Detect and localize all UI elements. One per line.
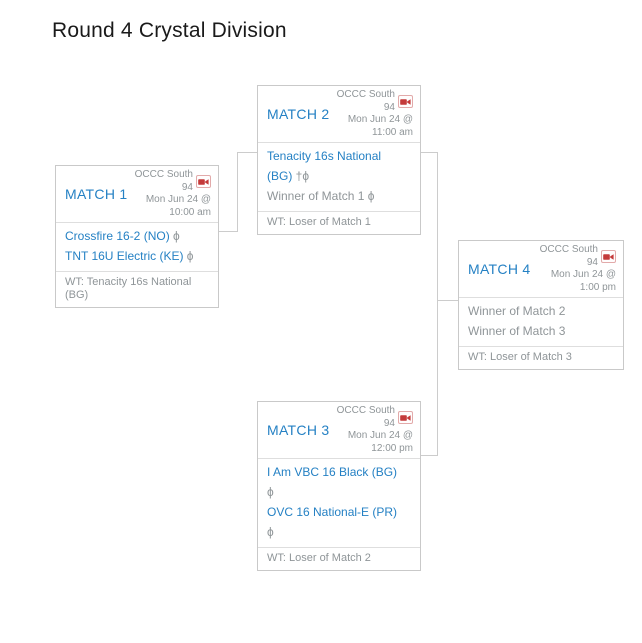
- slot-status-symbol: ϕ: [183, 249, 194, 263]
- video-camera-icon[interactable]: [398, 95, 413, 108]
- match-3-slot-1-line-1: I Am VBC 16 Black (BG): [267, 462, 411, 482]
- match-1-datetime: Mon Jun 24 @ 10:00 am: [145, 194, 211, 218]
- slot-placeholder: Winner of Match 1 ϕ: [267, 189, 375, 203]
- connector-line: [421, 152, 437, 153]
- match-3-venue: OCCC South 94: [336, 405, 395, 429]
- match-4-meta: OCCC South 94 Mon Jun 24 @ 1:00 pm: [531, 244, 616, 294]
- match-1-header: MATCH 1 OCCC South 94 Mon Jun 24 @ 10:00…: [56, 166, 218, 223]
- team-link[interactable]: (BG): [267, 169, 293, 183]
- team-link[interactable]: Crossfire 16-2 (NO): [65, 229, 170, 243]
- match-2-slot-1-line-1: Tenacity 16s National: [267, 146, 411, 166]
- slot-status-symbol: ϕ: [169, 229, 180, 243]
- team-link[interactable]: OVC 16 National-E (PR): [267, 505, 398, 519]
- match-3-slot-2-line-1: OVC 16 National-E (PR): [267, 502, 411, 522]
- match-3-datetime: Mon Jun 24 @ 12:00 pm: [347, 430, 413, 454]
- match-2-card: MATCH 2 OCCC South 94 Mon Jun 24 @ 11:00…: [257, 85, 421, 235]
- team-link[interactable]: TNT 16U Electric (KE): [65, 249, 184, 263]
- match-1-work-team: WT: Tenacity 16s National (BG): [56, 271, 218, 307]
- match-3-slot-2-line-2: ϕ: [267, 522, 411, 542]
- match-3-slot-1-line-2: ϕ: [267, 482, 411, 502]
- match-1-label[interactable]: MATCH 1: [65, 186, 128, 202]
- match-4-venue: OCCC South 94: [539, 244, 598, 268]
- match-3-card: MATCH 3 OCCC South 94 Mon Jun 24 @ 12:00…: [257, 401, 421, 571]
- match-2-body: Tenacity 16s National (BG) †ϕ Winner of …: [258, 143, 420, 211]
- match-1-slot-2: TNT 16U Electric (KE) ϕ: [65, 246, 209, 266]
- match-2-header: MATCH 2 OCCC South 94 Mon Jun 24 @ 11:00…: [258, 86, 420, 143]
- match-1-card: MATCH 1 OCCC South 94 Mon Jun 24 @ 10:00…: [55, 165, 219, 308]
- connector-line: [437, 300, 458, 301]
- match-1-body: Crossfire 16-2 (NO) ϕ TNT 16U Electric (…: [56, 223, 218, 271]
- match-3-work-team: WT: Loser of Match 2: [258, 547, 420, 570]
- slot-placeholder: Winner of Match 3: [468, 324, 566, 338]
- match-3-meta: OCCC South 94 Mon Jun 24 @ 12:00 pm: [330, 405, 413, 455]
- match-4-header: MATCH 4 OCCC South 94 Mon Jun 24 @ 1:00 …: [459, 241, 623, 298]
- match-4-datetime: Mon Jun 24 @ 1:00 pm: [550, 269, 616, 293]
- connector-line: [219, 231, 237, 232]
- match-3-header: MATCH 3 OCCC South 94 Mon Jun 24 @ 12:00…: [258, 402, 420, 459]
- match-1-venue: OCCC South 94: [134, 169, 193, 193]
- match-4-work-team: WT: Loser of Match 3: [459, 346, 623, 369]
- match-4-slot-1: Winner of Match 2: [468, 301, 614, 321]
- match-2-slot-1-line-2: (BG) †ϕ: [267, 166, 411, 186]
- match-1-meta: OCCC South 94 Mon Jun 24 @ 10:00 am: [128, 169, 211, 219]
- video-camera-icon[interactable]: [196, 175, 211, 188]
- slot-status-symbol: †ϕ: [292, 169, 310, 183]
- slot-status-symbol: ϕ: [267, 485, 274, 499]
- slot-status-symbol: ϕ: [267, 525, 274, 539]
- connector-line: [437, 152, 438, 456]
- match-2-slot-2: Winner of Match 1 ϕ: [267, 186, 411, 206]
- match-4-label[interactable]: MATCH 4: [468, 261, 531, 277]
- connector-line: [237, 152, 238, 232]
- connector-line: [237, 152, 257, 153]
- match-4-body: Winner of Match 2 Winner of Match 3: [459, 298, 623, 346]
- match-2-work-team: WT: Loser of Match 1: [258, 211, 420, 234]
- page-title: Round 4 Crystal Division: [52, 19, 287, 42]
- match-2-datetime: Mon Jun 24 @ 11:00 am: [347, 114, 413, 138]
- match-1-slot-1: Crossfire 16-2 (NO) ϕ: [65, 226, 209, 246]
- connector-line: [421, 455, 437, 456]
- slot-placeholder: Winner of Match 2: [468, 304, 566, 318]
- match-2-venue: OCCC South 94: [336, 89, 395, 113]
- match-3-body: I Am VBC 16 Black (BG) ϕ OVC 16 National…: [258, 459, 420, 547]
- video-camera-icon[interactable]: [398, 411, 413, 424]
- match-2-label[interactable]: MATCH 2: [267, 106, 330, 122]
- match-4-slot-2: Winner of Match 3: [468, 321, 614, 341]
- match-2-meta: OCCC South 94 Mon Jun 24 @ 11:00 am: [330, 89, 413, 139]
- team-link[interactable]: Tenacity 16s National: [267, 149, 382, 163]
- team-link[interactable]: I Am VBC 16 Black (BG): [267, 465, 398, 479]
- match-3-label[interactable]: MATCH 3: [267, 422, 330, 438]
- video-camera-icon[interactable]: [601, 250, 616, 263]
- match-4-card: MATCH 4 OCCC South 94 Mon Jun 24 @ 1:00 …: [458, 240, 624, 370]
